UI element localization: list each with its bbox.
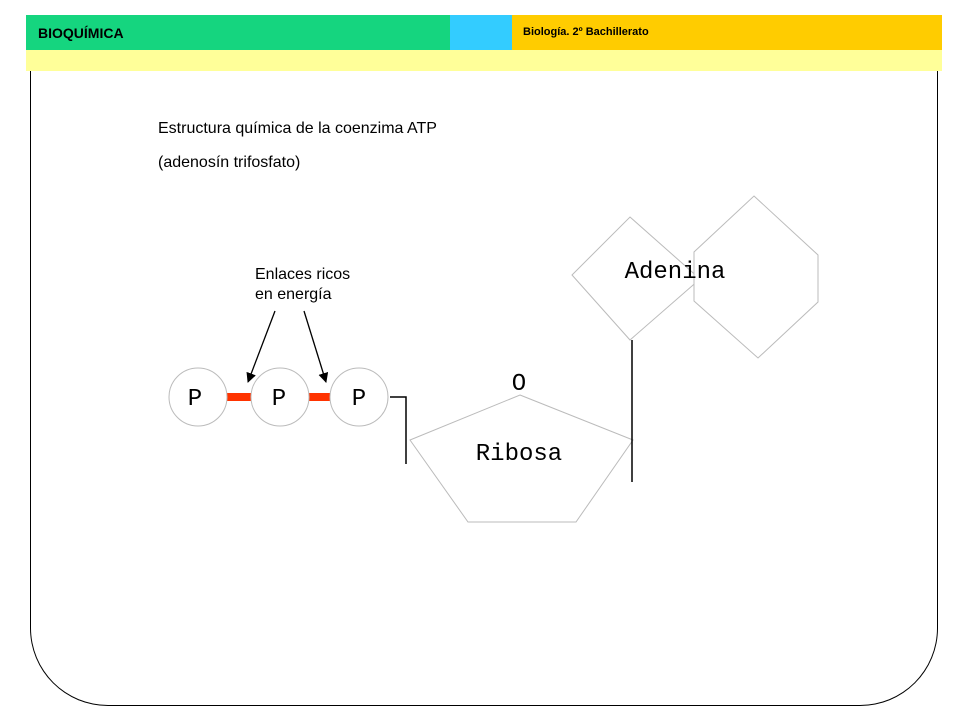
energy-bonds-note-line2: en energía	[255, 286, 332, 303]
header-title-block: BIOQUÍMICA	[26, 15, 450, 50]
diagram-title: Estructura química de la coenzima ATP	[158, 120, 437, 137]
ribose-label: Ribosa	[476, 441, 562, 468]
ribose-pentagon	[409, 394, 634, 523]
phosphate-circle-1	[168, 367, 228, 427]
header-course-block: Biología. 2º Bachillerato	[512, 15, 942, 50]
diagram-subtitle: (adenosín trifosfato)	[158, 154, 301, 171]
phosphate-ribose-link	[390, 396, 407, 464]
high-energy-bond-1	[226, 393, 253, 401]
high-energy-bond-2	[306, 393, 333, 401]
energy-bonds-note-line1: Enlaces ricos	[255, 266, 351, 283]
phosphate-label-2: P	[272, 386, 286, 413]
arrow-bond-1	[246, 310, 276, 383]
header-accent-block	[450, 15, 512, 50]
energy-bonds-note: Enlaces ricos en energía	[255, 265, 350, 305]
header-subbar	[26, 50, 942, 71]
header-title: BIOQUÍMICA	[38, 25, 124, 41]
phosphate-label-3: P	[352, 386, 366, 413]
arrow-bond-2	[303, 310, 329, 383]
phosphate-circle-3	[329, 367, 389, 427]
adenine-ring-left	[571, 216, 701, 341]
adenine-ring-right	[693, 195, 819, 359]
ring-oxygen-label: O	[512, 371, 526, 398]
header-course: Biología. 2º Bachillerato	[523, 26, 649, 38]
header-bar: BIOQUÍMICA Biología. 2º Bachillerato	[26, 15, 942, 50]
adenine-label: Adenina	[625, 259, 726, 286]
phosphate-circle-2	[250, 367, 310, 427]
phosphate-label-1: P	[188, 386, 202, 413]
